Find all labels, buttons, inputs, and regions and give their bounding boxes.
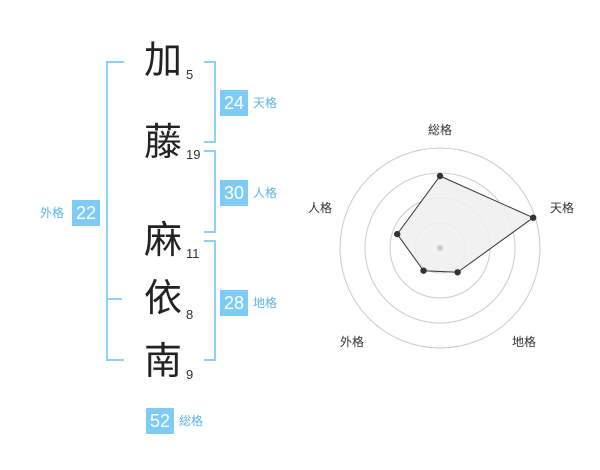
name-char-2: 藤 [143,120,182,164]
radar-center-dot [437,245,443,251]
gaikaku-bracket [106,61,124,361]
radar-label-jinkaku: 人格 [308,200,332,215]
tenkaku-value-badge: 24 [220,90,248,116]
name-char-4: 依 [143,276,182,320]
gaikaku-label: 外格 [40,206,65,220]
name-char-3: 麻 [143,218,182,262]
soukaku-label: 総格 [179,414,204,428]
radar-point-1 [436,172,444,180]
soukaku-value-badge: 52 [146,408,174,434]
stroke-count-3: 11 [186,246,200,261]
gaikaku-value-badge: 22 [72,200,100,226]
jinkaku-bracket [204,150,216,233]
radar-point-3 [454,269,461,276]
radar-label-chikaku: 地格 [512,334,536,349]
stroke-count-2: 19 [186,147,201,162]
tenkaku-label: 天格 [253,96,278,110]
chikaku-bracket [204,240,216,361]
radar-label-soukaku: 総格 [428,122,452,137]
fortune-radar-chart: 総格 天格 地格 外格 人格 [308,122,574,349]
chikaku-value-badge: 28 [220,290,248,316]
radar-point-4 [420,267,427,274]
radar-ring-4 [339,147,541,349]
radar-point-5 [394,230,401,238]
radar-label-gaikaku: 外格 [340,334,364,349]
radar-points [394,172,537,276]
radar-point-2 [530,214,537,221]
jinkaku-value-badge: 30 [220,180,248,206]
stroke-count-4: 8 [186,307,194,322]
chikaku-label: 地格 [253,296,278,310]
stroke-count-1: 5 [186,67,194,82]
jinkaku-label: 人格 [253,186,278,200]
name-char-5: 南 [143,339,182,383]
name-char-1: 加 [143,38,182,82]
radar-polygon [396,175,535,273]
gaikaku-bracket-tick [106,298,122,300]
tenkaku-bracket [204,61,216,143]
radar-label-tenkaku: 天格 [550,200,574,215]
stroke-count-5: 9 [186,367,194,382]
